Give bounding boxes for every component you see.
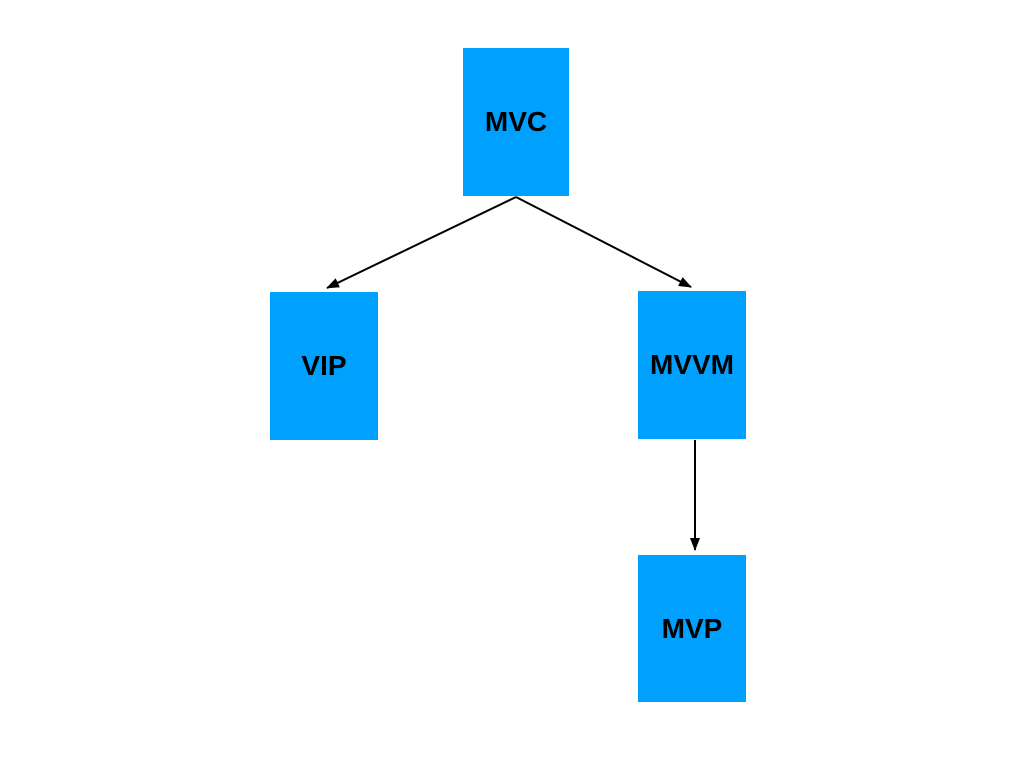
node-mvc: MVC xyxy=(463,48,569,196)
node-mvvm-label: MVVM xyxy=(650,349,734,380)
node-vip-label: VIP xyxy=(301,350,347,381)
node-mvp-label: MVP xyxy=(661,612,723,644)
arrow-mvc-to-mvvm xyxy=(515,196,692,288)
node-mvvm: MVVM xyxy=(638,291,746,439)
arrow-mvc-to-vip xyxy=(326,196,517,289)
node-mvc-label: MVC xyxy=(484,106,548,137)
node-mvp: MVP xyxy=(638,555,746,702)
node-vip: VIP xyxy=(270,292,378,440)
